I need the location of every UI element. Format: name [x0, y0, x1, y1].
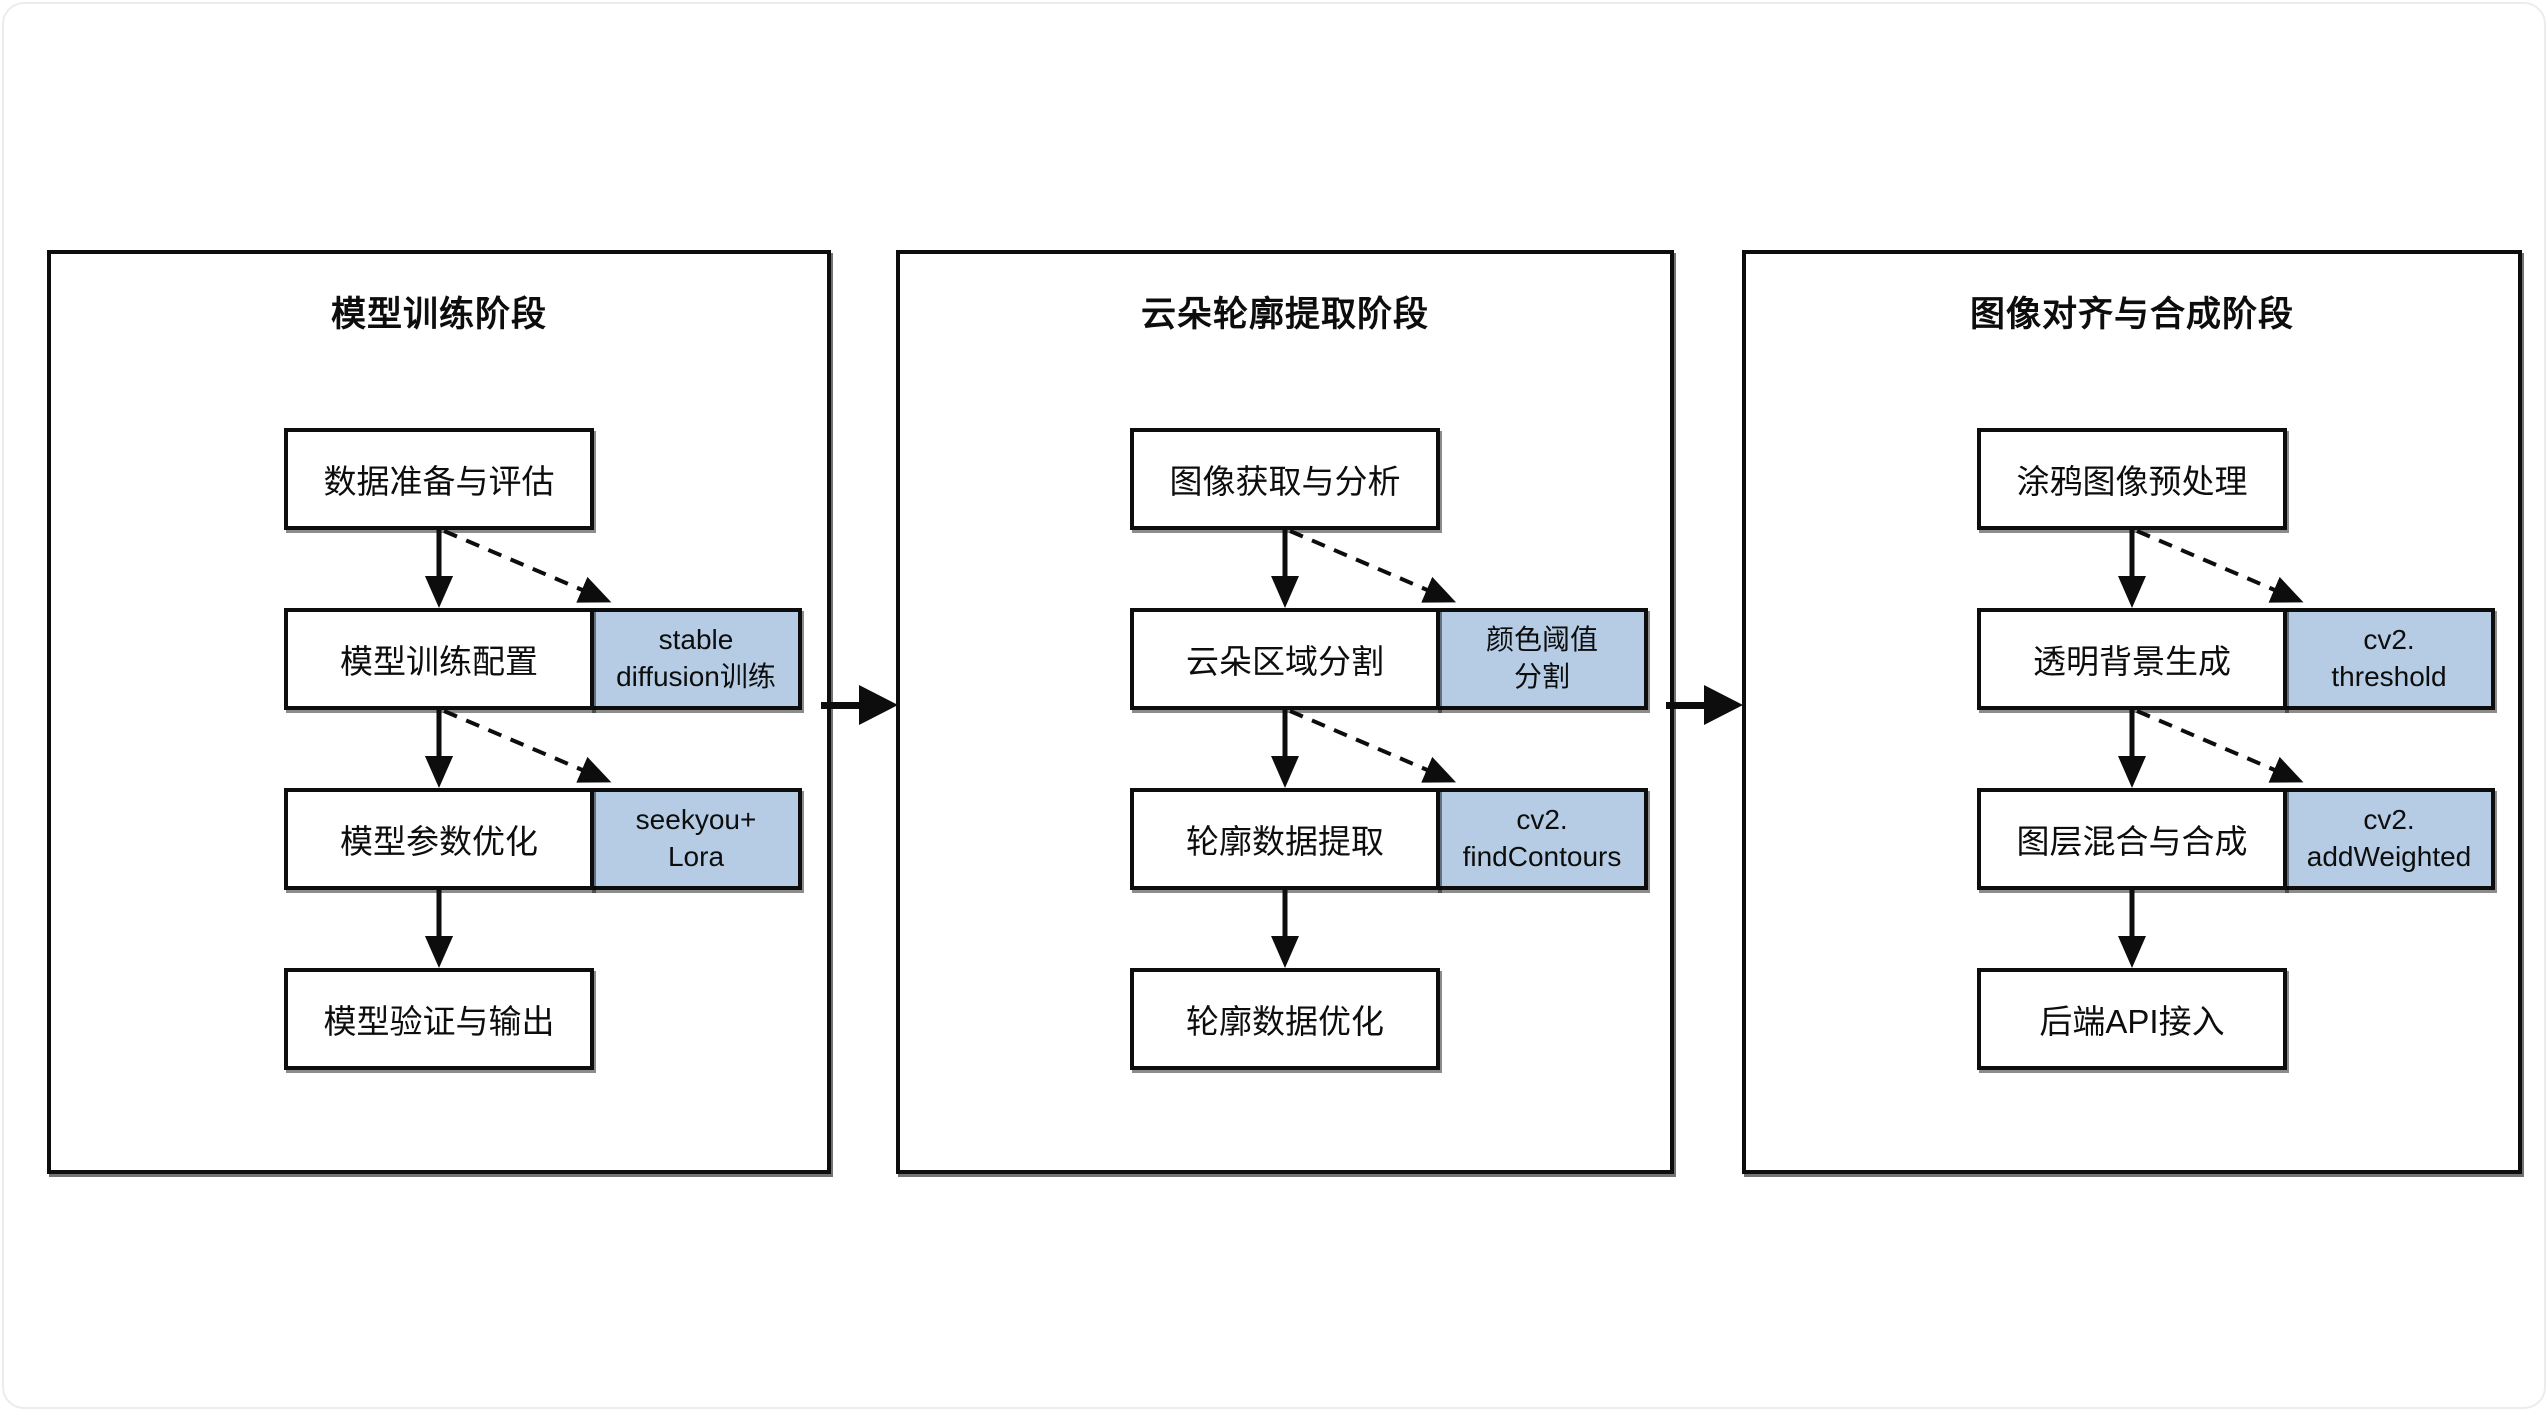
stage-title: 模型训练阶段 — [330, 295, 547, 334]
step-box: 轮廓数据提取 — [1130, 788, 1440, 890]
step-label: 轮廓数据提取 — [1186, 823, 1384, 860]
step-side-box: seekyou+ Lora — [590, 788, 802, 890]
step-box: 后端API接入 — [1977, 968, 2287, 1070]
step-label: 图像获取与分析 — [1169, 463, 1401, 500]
step-box: 涂鸦图像预处理 — [1977, 428, 2287, 530]
step-label: 模型训练配置 — [340, 643, 538, 680]
step-side-label: stable diffusion训练 — [616, 624, 776, 692]
stage-transition-arrow-icon — [1666, 685, 1743, 725]
step-side-label: cv2. findContours — [1462, 804, 1622, 872]
step-side-label: 颜色阈值 分割 — [1485, 624, 1598, 692]
step-box: 轮廓数据优化 — [1130, 968, 1440, 1070]
stage-title: 云朵轮廓提取阶段 — [1140, 295, 1429, 334]
step-side-box: cv2. threshold — [2283, 608, 2495, 710]
step-box: 模型参数优化 — [284, 788, 594, 890]
step-label: 涂鸦图像预处理 — [2016, 463, 2248, 500]
stage-transition-arrow-icon — [821, 685, 898, 725]
step-box: 云朵区域分割 — [1130, 608, 1440, 710]
step-box: 模型验证与输出 — [284, 968, 594, 1070]
step-label: 数据准备与评估 — [323, 463, 555, 500]
step-side-box: cv2. findContours — [1436, 788, 1648, 890]
step-label: 图层混合与合成 — [2016, 823, 2248, 860]
step-label: 后端API接入 — [2039, 1003, 2225, 1040]
step-box: 图层混合与合成 — [1977, 788, 2287, 890]
step-side-box: stable diffusion训练 — [590, 608, 802, 710]
stage-panel-cloud-contour: 云朵轮廓提取阶段 图像获取与分析 云朵区域分割 颜色阈值 分割 轮廓数据提取 c… — [896, 250, 1674, 1174]
step-side-label: cv2. addWeighted — [2306, 804, 2472, 872]
step-label: 透明背景生成 — [2033, 643, 2231, 680]
step-label: 模型参数优化 — [340, 823, 538, 860]
step-side-box: cv2. addWeighted — [2283, 788, 2495, 890]
step-label: 模型验证与输出 — [323, 1003, 555, 1040]
step-label: 云朵区域分割 — [1186, 643, 1384, 680]
step-box: 图像获取与分析 — [1130, 428, 1440, 530]
step-box: 模型训练配置 — [284, 608, 594, 710]
step-side-box: 颜色阈值 分割 — [1436, 608, 1648, 710]
step-side-label: cv2. threshold — [2331, 624, 2447, 692]
step-box: 数据准备与评估 — [284, 428, 594, 530]
step-box: 透明背景生成 — [1977, 608, 2287, 710]
step-label: 轮廓数据优化 — [1186, 1003, 1384, 1040]
stage-panel-image-align-compose: 图像对齐与合成阶段 涂鸦图像预处理 透明背景生成 cv2. threshold … — [1742, 250, 2522, 1174]
stage-panel-model-training: 模型训练阶段 数据准备与评估 模型训练配置 stable diffusion训练… — [47, 250, 831, 1174]
stage-title: 图像对齐与合成阶段 — [1969, 295, 2294, 334]
step-side-label: seekyou+ Lora — [635, 804, 757, 872]
